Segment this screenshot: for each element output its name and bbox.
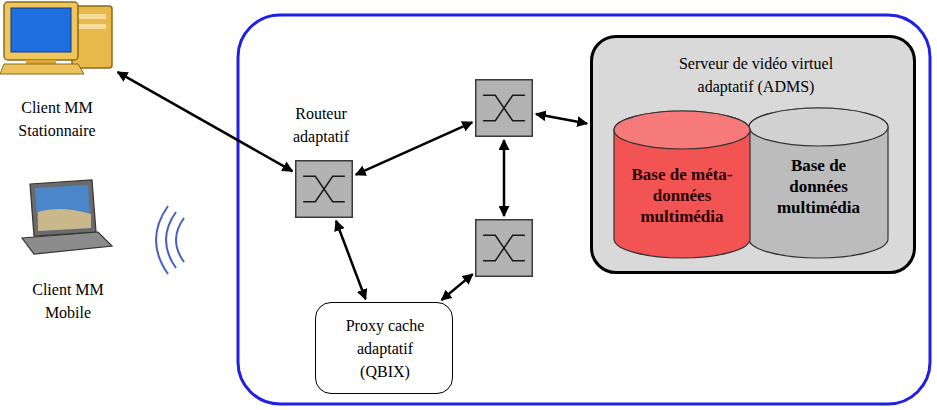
metadata-database: Base de méta-données multimédia <box>613 110 751 259</box>
laptop-icon <box>22 180 112 254</box>
switch-symbol <box>295 160 353 218</box>
connector-arrow <box>536 114 587 124</box>
switch-symbol <box>475 219 533 277</box>
connector-arrow <box>118 72 293 171</box>
desktop-computer-icon <box>0 2 112 74</box>
network-boundary <box>238 15 930 404</box>
switch-body <box>476 80 533 137</box>
network-switch <box>475 79 533 137</box>
switch-body <box>476 220 533 277</box>
switch-line <box>303 176 345 202</box>
connector-arrow <box>503 140 506 216</box>
switch-symbol <box>475 79 533 137</box>
network-switch <box>475 219 533 277</box>
node-label: Client MM Stationnaire <box>7 96 107 142</box>
switch-line <box>483 235 525 261</box>
connector-arrow <box>336 221 366 299</box>
node-label: Client MM Mobile <box>23 278 113 324</box>
switch-line <box>303 176 345 202</box>
cylinder-top <box>749 108 888 146</box>
connector-arrow <box>442 274 473 300</box>
node-label: Proxy cache adaptatif (QBIX) <box>335 314 435 383</box>
proxy-cache: Proxy cache adaptatif (QBIX) <box>315 302 453 394</box>
cylinder-body <box>614 111 750 258</box>
switch-body <box>296 161 353 218</box>
switch-line <box>483 235 525 261</box>
media-database: Base de données multimédia <box>748 107 889 259</box>
stationary-client: Client MM Stationnaire <box>0 0 115 76</box>
node-label: Base de données multimédia <box>766 155 871 218</box>
adaptive-router: Routeur adaptatif <box>295 160 353 218</box>
node-label: Routeur adaptatif <box>271 102 371 148</box>
mobile-client: Client MM Mobile <box>20 178 115 256</box>
video-server: Serveur de vidéo virtuel adaptatif (ADMS… <box>590 35 916 274</box>
cylinder-body <box>749 108 888 258</box>
cylinder-top <box>614 111 750 149</box>
switch-line <box>483 95 525 121</box>
connector-arrow <box>356 122 473 174</box>
wireless-waves <box>156 206 184 274</box>
switch-line <box>483 95 525 121</box>
node-label: Base de méta-données multimédia <box>619 164 745 227</box>
node-label: Serveur de vidéo virtuel adaptatif (ADMS… <box>656 52 856 98</box>
cylinder-outline <box>613 110 751 259</box>
